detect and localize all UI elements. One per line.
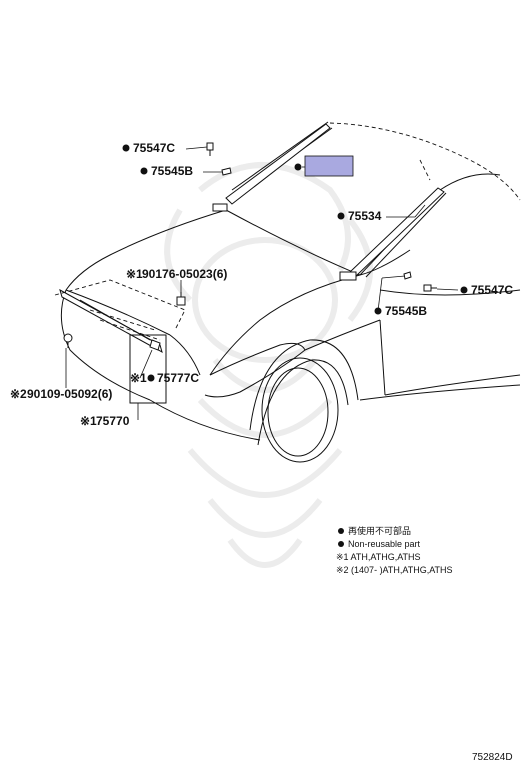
svg-text:Non-reusable part: Non-reusable part xyxy=(348,539,421,549)
grille-moulding xyxy=(54,279,186,404)
leader-lines xyxy=(65,146,459,420)
svg-text:※1: ※1 xyxy=(80,414,97,428)
part-label-75545b-lower: 75545B xyxy=(374,304,427,318)
part-label-75547c-lower: 75547C xyxy=(460,283,513,297)
part-label-75770: ※1 75770 xyxy=(80,414,130,428)
fastener-clip-icon xyxy=(176,292,186,306)
svg-text:※1 ATH,ATHG,ATHS: ※1 ATH,ATHG,ATHS xyxy=(336,552,421,562)
part-label-75534: 75534 xyxy=(337,209,382,223)
svg-text:90109-05092(6): 90109-05092(6) xyxy=(27,387,112,401)
svg-text:75547C: 75547C xyxy=(471,283,513,297)
part-label-90109-05092: ※2 90109-05092(6) xyxy=(10,387,112,401)
legend: 再使用不可部品 Non-reusable part ※1 ATH,ATHG,AT… xyxy=(336,525,453,575)
svg-text:75770: 75770 xyxy=(96,414,130,428)
watermark-emblem xyxy=(164,162,373,568)
svg-text:再使用不可部品: 再使用不可部品 xyxy=(348,525,411,536)
legend-bullet-icon xyxy=(338,541,344,547)
small-clip-right-icon xyxy=(403,271,412,280)
glass-highlight-box xyxy=(304,155,354,177)
part-label-75547c-upper: 75547C xyxy=(122,141,175,155)
part-label-75777c: ※1 75777C xyxy=(130,371,199,385)
fastener-screw-upper-icon xyxy=(206,142,214,156)
legend-bullet-icon xyxy=(338,528,344,534)
svg-text:75547C: 75547C xyxy=(133,141,175,155)
glass-bullet-icon xyxy=(294,163,302,171)
svg-text:75777C: 75777C xyxy=(157,371,199,385)
fastener-screw-lower-icon xyxy=(423,284,437,292)
fastener-screw-grille-icon xyxy=(63,333,73,348)
part-label-90176-05023: ※1 90176-05023(6) xyxy=(126,267,227,281)
svg-text:※1: ※1 xyxy=(126,267,143,281)
diagram-ref-code: 752824D xyxy=(472,752,513,763)
svg-text:75545B: 75545B xyxy=(151,164,193,178)
svg-text:75534: 75534 xyxy=(348,209,382,223)
svg-text:※2: ※2 xyxy=(10,387,27,401)
svg-text:※1: ※1 xyxy=(130,371,147,385)
part-label-75545b-upper: 75545B xyxy=(140,164,193,178)
small-clip-icon xyxy=(221,167,232,176)
svg-text:75545B: 75545B xyxy=(385,304,427,318)
windshield-moulding xyxy=(212,123,445,281)
svg-text:※2 (1407- )ATH,ATHG,ATHS: ※2 (1407- )ATH,ATHG,ATHS xyxy=(336,565,453,575)
svg-text:90176-05023(6): 90176-05023(6) xyxy=(142,267,227,281)
car-outline xyxy=(60,121,521,463)
